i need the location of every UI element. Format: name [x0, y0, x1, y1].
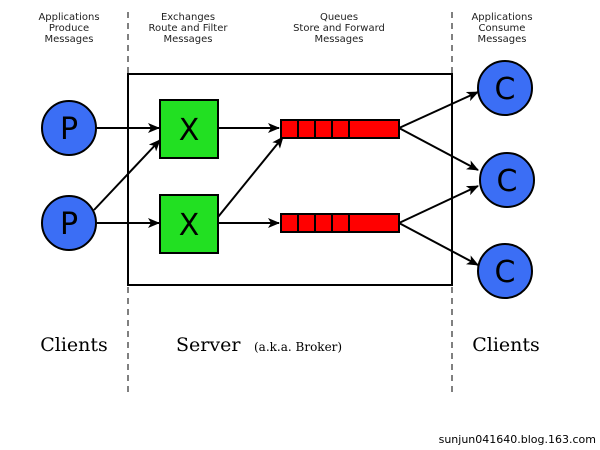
queue-bar: [280, 213, 400, 233]
edge-q1-c1: [398, 91, 479, 129]
producer-node: P: [41, 195, 97, 251]
clients-right-label: Clients: [472, 334, 540, 356]
edge-x2-q1: [217, 136, 284, 218]
server-note: (a.k.a. Broker): [254, 340, 342, 354]
queue-node: [280, 119, 400, 139]
edge-p2-x1: [93, 139, 161, 211]
server-label: Server: [176, 334, 241, 356]
exchange-node: X: [159, 194, 219, 254]
heading-line: Applications: [38, 12, 99, 23]
heading-line: Applications: [471, 12, 532, 23]
producer-label: P: [60, 112, 78, 147]
heading-line: Messages: [314, 34, 363, 45]
consumer-circle: [477, 60, 533, 116]
producer-circle: [41, 100, 97, 156]
clients-left-label: Clients: [40, 334, 108, 356]
producer-label: P: [60, 207, 78, 242]
producer-node: P: [41, 100, 97, 156]
column-heading-producers: Applications Produce Messages: [38, 12, 99, 45]
heading-line: Consume: [479, 23, 526, 34]
connections: [93, 91, 479, 266]
heading-line: Messages: [477, 34, 526, 45]
edge-q1-c2: [398, 127, 479, 171]
heading-line: Store and Forward: [293, 23, 385, 34]
heading-line: Route and Filter: [149, 23, 229, 34]
heading-line: Queues: [320, 12, 358, 23]
consumer-label: C: [495, 255, 516, 290]
heading-line: Produce: [49, 23, 89, 34]
exchange-node: X: [159, 99, 219, 159]
column-heading-consumers: Applications Consume Messages: [471, 12, 532, 45]
edge-q2-c2: [398, 185, 479, 224]
heading-line: Exchanges: [161, 12, 215, 23]
consumer-node: C: [477, 60, 533, 116]
column-heading-exchanges: Exchanges Route and Filter Messages: [149, 12, 229, 45]
exchange-label: X: [179, 113, 200, 148]
consumer-label: C: [497, 164, 518, 199]
queue-node: [280, 213, 400, 233]
watermark-credit: sunjun041640.blog.163.com: [439, 433, 596, 446]
heading-line: Messages: [44, 34, 93, 45]
consumer-circle: [479, 152, 535, 208]
heading-line: Messages: [163, 34, 212, 45]
column-heading-queues: Queues Store and Forward Messages: [293, 12, 385, 45]
producer-circle: [41, 195, 97, 251]
consumer-node: C: [479, 152, 535, 208]
exchange-label: X: [179, 208, 200, 243]
exchange-box: [159, 194, 219, 254]
edge-q2-c3: [398, 222, 479, 266]
consumer-label: C: [495, 72, 516, 107]
exchange-box: [159, 99, 219, 159]
consumer-circle: [477, 243, 533, 299]
consumer-node: C: [477, 243, 533, 299]
queue-bar: [280, 119, 400, 139]
